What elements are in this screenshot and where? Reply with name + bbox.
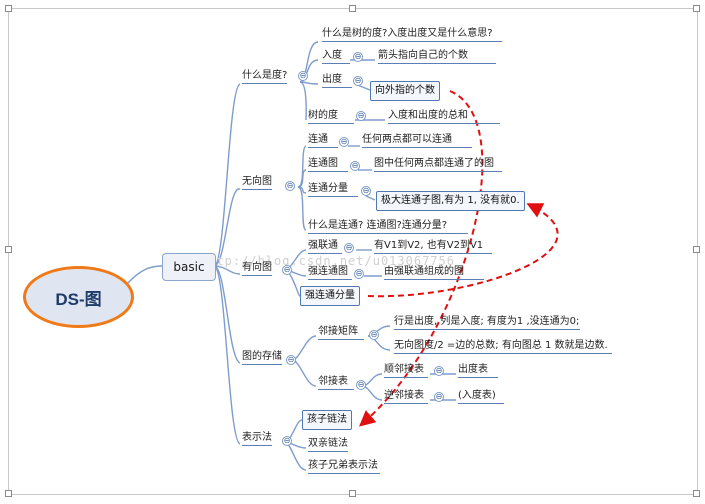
branch-storage[interactable]: 图的存储 [242, 351, 282, 365]
node-strong-desc[interactable]: 有V1到V2, 也有V2到V1 [374, 240, 492, 254]
node-outdegree-desc[interactable]: 向外指的个数 [370, 81, 440, 101]
node-child-chain[interactable]: 孩子链法 [302, 410, 352, 430]
node-reverse-list[interactable]: 逆邻接表 [384, 390, 428, 404]
node-forward-list[interactable]: 顺邻接表 [384, 364, 428, 378]
node-adjacency-list[interactable]: 邻接表 [318, 376, 354, 390]
collapse-toggle-icon[interactable]: ⊖ [356, 111, 366, 121]
node-indegree[interactable]: 入度 [322, 50, 350, 64]
node-tree-degree[interactable]: 树的度 [308, 110, 354, 124]
resize-handle-s[interactable] [349, 490, 356, 497]
watermark: http://blog.csdn.net/u013067756 [200, 254, 455, 268]
collapse-toggle-icon[interactable]: ⊖ [354, 269, 364, 279]
node-reverse-list-desc[interactable]: (入度表) [458, 390, 504, 404]
node-indegree-desc[interactable]: 箭头指向自己的个数 [378, 50, 496, 64]
node-parent-chain[interactable]: 双亲链法 [308, 438, 348, 452]
collapse-toggle-icon[interactable]: ⊖ [353, 52, 363, 62]
node-strong-graph-desc[interactable]: 由强联通组成的图 [384, 266, 484, 280]
collapse-toggle-icon[interactable]: ⊖ [350, 161, 360, 171]
node-matrix-desc-2[interactable]: 无向图度/2 =边的总数; 有向图总 1 数就是边数. [394, 340, 612, 354]
node-degree-question[interactable]: 什么是树的度?入度出度又是什么意思? [322, 28, 502, 42]
node-connected[interactable]: 连通 [308, 134, 338, 148]
collapse-toggle-icon[interactable]: ⊖ [361, 186, 371, 196]
basic-node[interactable]: basic [162, 253, 216, 281]
collapse-toggle-icon[interactable]: ⊖ [434, 392, 444, 402]
node-strong[interactable]: 强联通 [308, 240, 342, 254]
collapse-toggle-icon[interactable]: ⊖ [298, 71, 308, 81]
node-component[interactable]: 连通分量 [308, 183, 358, 197]
branch-representation[interactable]: 表示法 [242, 432, 272, 446]
branch-directed[interactable]: 有向图 [242, 262, 272, 276]
collapse-toggle-icon[interactable]: ⊖ [356, 380, 366, 390]
collapse-toggle-icon[interactable]: ⊖ [369, 330, 379, 340]
node-strong-graph[interactable]: 强连通图 [308, 266, 352, 280]
resize-handle-se[interactable] [693, 490, 700, 497]
collapse-toggle-icon[interactable]: ⊖ [282, 265, 292, 275]
root-node[interactable]: DS-图 [23, 266, 134, 328]
node-outdegree[interactable]: 出度 [322, 74, 352, 88]
node-undirected-question[interactable]: 什么是连通? 连通图?连通分量? [308, 220, 468, 234]
collapse-toggle-icon[interactable]: ⊖ [344, 243, 354, 253]
node-connected-graph[interactable]: 连通图 [308, 158, 348, 172]
resize-handle-sw[interactable] [5, 490, 12, 497]
resize-handle-e[interactable] [693, 246, 700, 253]
collapse-toggle-icon[interactable]: ⊖ [285, 181, 295, 191]
resize-handle-ne[interactable] [693, 5, 700, 12]
collapse-toggle-icon[interactable]: ⊖ [339, 137, 349, 147]
node-tree-degree-desc[interactable]: 入度和出度的总和 [388, 110, 500, 124]
node-component-desc[interactable]: 极大连通子图,有为 1, 没有就0. [376, 191, 525, 211]
node-forward-list-desc[interactable]: 出度表 [458, 364, 498, 378]
collapse-toggle-icon[interactable]: ⊖ [353, 76, 363, 86]
resize-handle-n[interactable] [349, 5, 356, 12]
collapse-toggle-icon[interactable]: ⊖ [282, 436, 292, 446]
collapse-toggle-icon[interactable]: ⊖ [434, 366, 444, 376]
resize-handle-nw[interactable] [5, 5, 12, 12]
collapse-toggle-icon[interactable]: ⊖ [286, 355, 296, 365]
node-strong-component[interactable]: 强连通分量 [300, 286, 360, 306]
node-child-sibling[interactable]: 孩子兄弟表示法 [308, 460, 380, 474]
node-matrix-desc-1[interactable]: 行是出度, 列是入度; 有度为1 ,没连通为0; [394, 316, 580, 330]
branch-undirected[interactable]: 无向图 [242, 176, 272, 190]
branch-degree[interactable]: 什么是度? [242, 70, 288, 84]
resize-handle-w[interactable] [5, 246, 12, 253]
node-connected-graph-desc[interactable]: 图中任何两点都连通了的图 [374, 158, 502, 172]
node-adjacency-matrix[interactable]: 邻接矩阵 [318, 326, 364, 340]
node-connected-desc[interactable]: 任何两点都可以连通 [362, 134, 472, 148]
